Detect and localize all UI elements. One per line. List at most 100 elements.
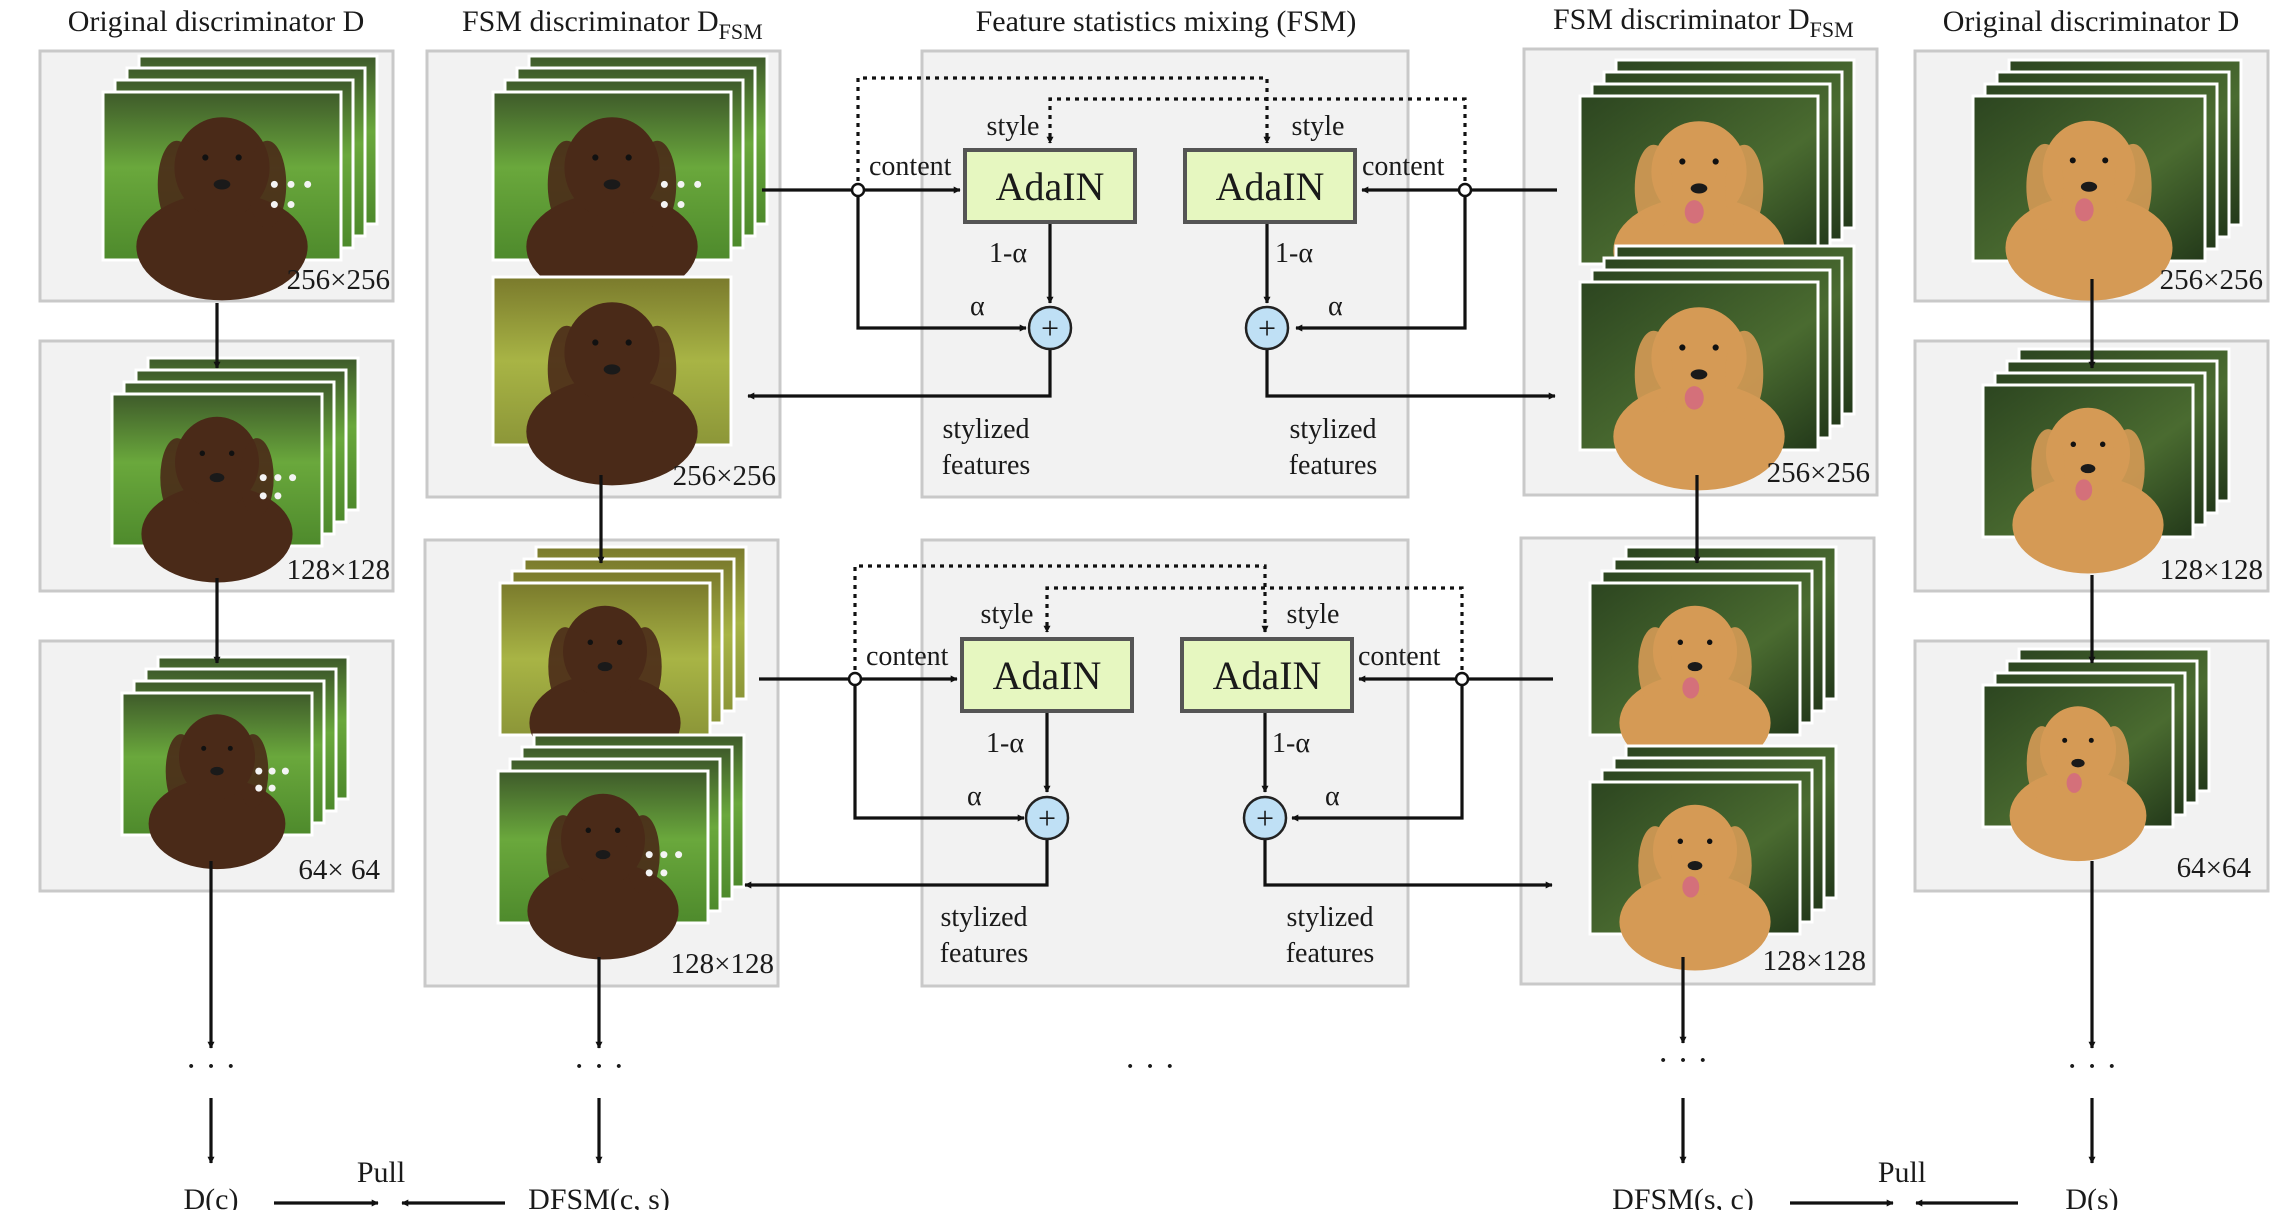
alpha-label: α: [970, 291, 985, 322]
features-label: features: [1289, 450, 1378, 481]
flower-dot: [660, 851, 668, 859]
plus-sign: +: [1038, 800, 1056, 836]
features-label: features: [942, 450, 1031, 481]
style-path: [1043, 586, 1464, 679]
content-label: content: [866, 641, 949, 672]
flower-dot: [281, 767, 289, 775]
plus-node: [1024, 795, 1070, 841]
alpha-label: α: [967, 781, 982, 812]
feature-map-stack: [1588, 545, 1838, 772]
headers: Original discriminator D FSM discriminat…: [68, 3, 2240, 44]
flower-dot: [259, 492, 267, 500]
adain-label: AdaIN: [996, 164, 1105, 209]
dog-icon: [526, 302, 698, 486]
feature-map-stack: [1578, 244, 1856, 491]
feature-map-stack: [498, 545, 748, 772]
junction-node: [847, 671, 863, 687]
plus-node: [1244, 305, 1290, 351]
one-minus-alpha-label: 1-α: [1272, 728, 1310, 759]
style-path: [1046, 97, 1467, 190]
size-label: 64× 64: [298, 854, 380, 886]
feature-map-stack: [491, 275, 733, 486]
dog-icon: [2012, 407, 2164, 574]
adain-label: AdaIN: [993, 653, 1102, 698]
adain-label: AdaIN: [1213, 653, 1322, 698]
style-label: style: [1287, 599, 1340, 630]
stylized-label: stylized: [942, 414, 1029, 445]
feature-map-stack: [1588, 744, 1838, 971]
flower-dot: [270, 201, 278, 209]
flow-arrows: [207, 279, 2096, 1207]
junction-node: [1454, 671, 1470, 687]
stylized-output-path: [1265, 350, 1556, 400]
header-orig-right: Original discriminator D: [1943, 5, 2240, 38]
alpha-label: α: [1325, 781, 1340, 812]
flower-dot: [645, 869, 653, 877]
plus-sign: +: [1256, 800, 1274, 836]
flower-dot: [660, 201, 668, 209]
alpha-path: [853, 679, 1025, 822]
size-label: 128×128: [2160, 554, 2263, 586]
ellipsis: · · ·: [574, 1048, 625, 1085]
content-label: content: [869, 151, 952, 182]
ellipsis: · · ·: [1658, 1042, 1709, 1079]
style-label: style: [987, 111, 1040, 142]
style-label: style: [1292, 111, 1345, 142]
dog-icon: [141, 416, 293, 583]
alpha-path: [1295, 190, 1467, 332]
header-orig-left: Original discriminator D: [68, 5, 365, 38]
size-label: 128×128: [287, 554, 390, 586]
stylized-output-path: [1263, 840, 1553, 889]
feature-map-stack: [1971, 58, 2243, 301]
header-fsm-left: FSM discriminator DFSM: [462, 5, 763, 44]
feature-map-stack: [1578, 58, 1856, 305]
plus-sign: +: [1041, 310, 1059, 346]
ellipsis: · · ·: [1125, 1048, 1176, 1085]
alpha-path: [856, 190, 1027, 332]
one-minus-alpha-label: 1-α: [989, 238, 1027, 269]
dog-icon: [2005, 120, 2173, 301]
content-label: content: [1358, 641, 1441, 672]
flower-dot: [268, 767, 276, 775]
dog-icon: [136, 117, 308, 301]
feature-map-stack: [120, 655, 350, 870]
dog-icon: [1619, 804, 1771, 971]
dog-icon: [2009, 706, 2147, 862]
size-label: 256×256: [2160, 264, 2263, 296]
feature-map-stack: [1981, 347, 2231, 574]
fsm-block-upper: AdaIN AdaIN + + style style content cont…: [747, 76, 1557, 481]
size-label: 128×128: [1763, 945, 1866, 977]
flower-dot: [645, 851, 653, 859]
header-fsm-right: FSM discriminator DFSM: [1553, 3, 1854, 42]
stylized-label: stylized: [1286, 902, 1373, 933]
outputs: · · · · · · · · · · · · · · · D(c) Pull …: [184, 1042, 2119, 1210]
stylized-output-path: [747, 350, 1052, 400]
size-label: 128×128: [671, 948, 774, 980]
dog-icon: [148, 714, 286, 870]
content-label: content: [1362, 151, 1445, 182]
dog-icon: [1613, 307, 1785, 491]
alpha-label: α: [1328, 291, 1343, 322]
flower-dot: [255, 767, 263, 775]
stylized-label: stylized: [940, 902, 1027, 933]
junction-node: [850, 182, 866, 198]
alpha-path: [1291, 679, 1464, 822]
style-path: [856, 76, 1271, 190]
flower-dot: [694, 180, 702, 188]
header-fsm-center: Feature statistics mixing (FSM): [976, 5, 1357, 38]
flower-dot: [274, 492, 282, 500]
output-d-c: D(c): [184, 1183, 239, 1210]
adain-label: AdaIN: [1216, 164, 1325, 209]
pull-label: Pull: [357, 1156, 405, 1189]
one-minus-alpha-label: 1-α: [986, 728, 1024, 759]
feature-map-stack: [496, 733, 746, 960]
panel-fsm-center-256: [920, 49, 1410, 499]
plus-node: [1242, 795, 1288, 841]
flower-dot: [660, 180, 668, 188]
flower-dot: [287, 201, 295, 209]
style-path: [853, 564, 1269, 679]
plus-sign: +: [1258, 310, 1276, 346]
output-dfsm-cs: DFSM(c, s): [528, 1183, 670, 1210]
adain-box: [1183, 148, 1357, 224]
